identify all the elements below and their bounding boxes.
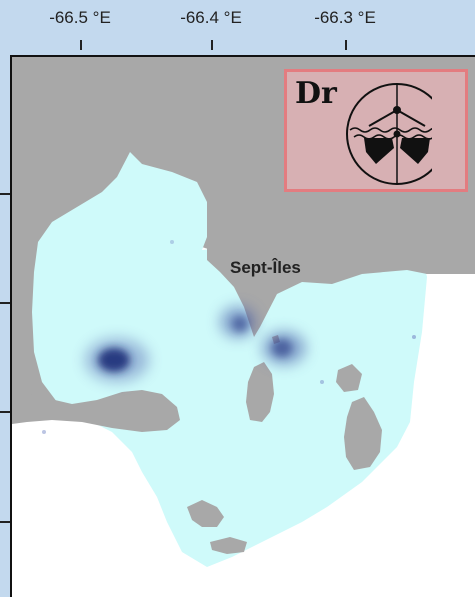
city-label: Sept-Îles bbox=[230, 258, 301, 277]
land-sept-iles-point bbox=[207, 167, 475, 337]
speck-3 bbox=[170, 240, 174, 244]
x-tick-2 bbox=[211, 40, 213, 50]
y-tick-1 bbox=[0, 193, 10, 195]
hotspot-west-core bbox=[98, 348, 130, 372]
speck-2 bbox=[320, 380, 324, 384]
y-tick-3 bbox=[0, 411, 10, 413]
island-south-2 bbox=[210, 537, 247, 554]
dredge-icon bbox=[346, 83, 432, 185]
island-south-1 bbox=[187, 500, 224, 527]
x-tick-label-2: -66.4 °E bbox=[180, 8, 242, 27]
island-grande-basque bbox=[246, 362, 274, 422]
y-tick-2 bbox=[0, 302, 10, 304]
x-tick-label-1: -66.5 °E bbox=[49, 8, 111, 27]
hotspot-north-core bbox=[232, 316, 248, 332]
island-manowin bbox=[336, 364, 362, 392]
speck-1 bbox=[412, 335, 416, 339]
legend-box: Dr bbox=[284, 69, 468, 192]
map-canvas bbox=[12, 57, 475, 597]
density-hotspots bbox=[42, 240, 416, 434]
legend-code: Dr bbox=[295, 76, 337, 111]
y-tick-4 bbox=[0, 521, 10, 523]
x-tick-label-3: -66.3 °E bbox=[314, 8, 376, 27]
x-tick-1 bbox=[80, 40, 82, 50]
speck-4 bbox=[42, 430, 46, 434]
land-southwest-shore bbox=[12, 390, 180, 432]
hotspot-east-core bbox=[272, 339, 292, 357]
x-tick-3 bbox=[345, 40, 347, 50]
island-grosse-boule bbox=[344, 397, 382, 470]
